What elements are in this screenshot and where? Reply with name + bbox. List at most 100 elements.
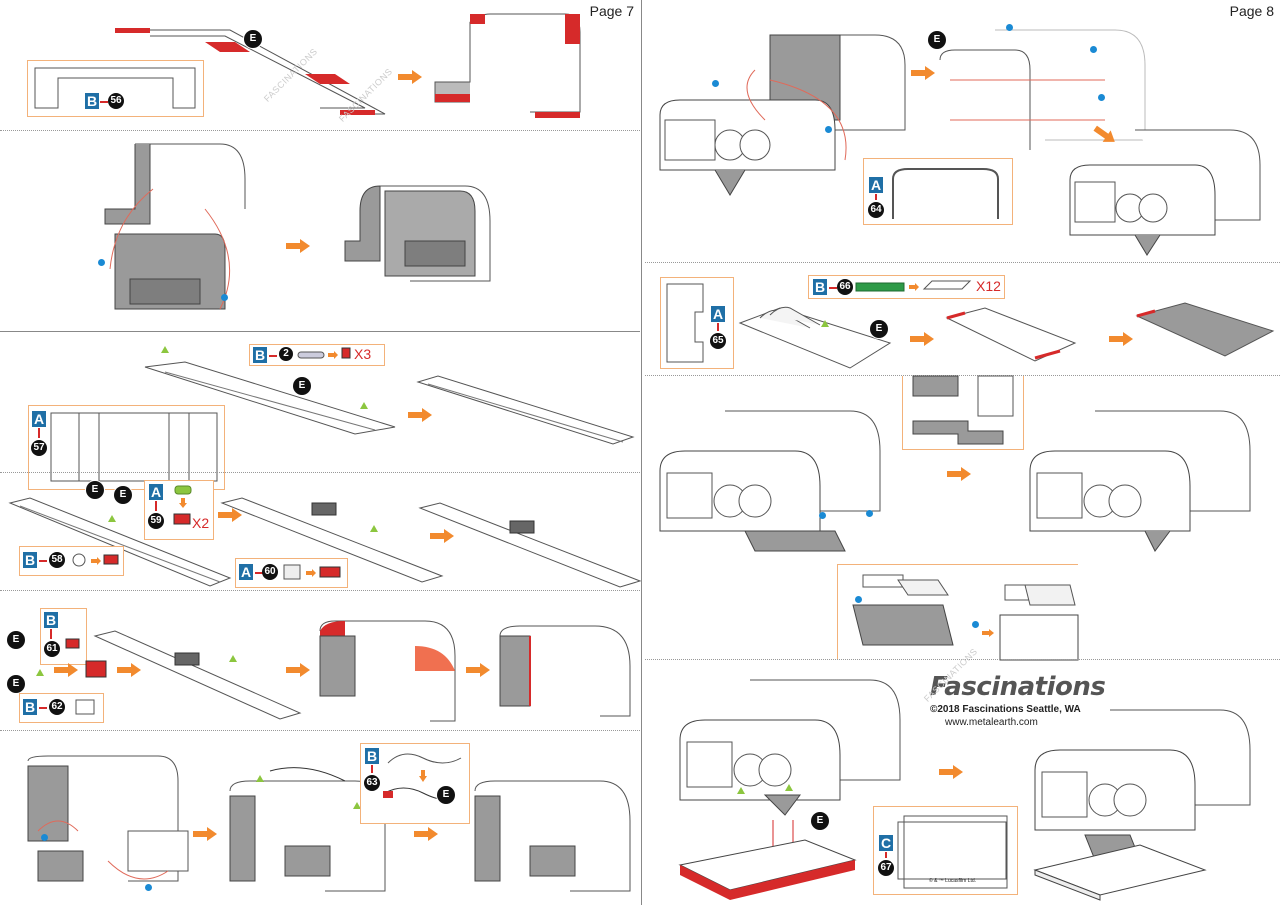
base-plate-result-drawing: [416, 375, 635, 445]
fin-assembly-drawing: [738, 306, 892, 369]
housing-assembly-drawing: [27, 755, 189, 882]
tab-e-badge: E: [86, 481, 104, 499]
frame-attach-drawing: [939, 29, 1146, 150]
arrow-right-icon: [54, 663, 78, 677]
page-7: Page 7 E B 56 FASCINATIO: [0, 3, 642, 892]
stand-plate-outline: [897, 815, 1008, 889]
part-callout-59: A 59 X2: [144, 480, 214, 540]
tab-e-badge: E: [7, 631, 25, 649]
sheet-badge: B: [253, 347, 267, 363]
camera-result-drawing: [1029, 410, 1251, 552]
part-callout-65: A 65: [660, 277, 734, 369]
green-marker: [353, 802, 361, 809]
part-number: 63: [364, 775, 380, 791]
frame-part-outline: [892, 168, 999, 219]
connector: [717, 323, 719, 331]
fin-plate-result-drawing: [1135, 302, 1275, 357]
green-marker: [370, 525, 378, 532]
detail-callout-top: [902, 375, 1024, 450]
blue-marker: [1006, 24, 1013, 31]
sheet-badge: B: [85, 93, 99, 109]
part-outline: [34, 67, 196, 109]
part-callout-63: B 63 E: [360, 743, 470, 824]
part-number: 58: [49, 552, 65, 568]
stand-copyright-label: © & ™ Lucasfilm Ltd.: [929, 878, 977, 884]
sheet-badge: A: [32, 411, 46, 427]
part-outline: [50, 412, 218, 482]
green-marker: [821, 320, 829, 327]
green-marker: [229, 655, 237, 662]
part-callout-61: B 61: [40, 608, 87, 665]
arrow-right-icon: [117, 663, 141, 677]
part-number: 67: [878, 860, 894, 876]
connector: [39, 707, 47, 709]
quantity: X12: [976, 278, 1001, 294]
tab-e-badge: E: [244, 30, 262, 48]
step-4: E E A 59 X2 B 58 A 60: [0, 473, 642, 590]
arrow-right-icon: [91, 557, 101, 565]
detail-callout-bottom: [837, 564, 1079, 661]
shell-result-drawing: [499, 625, 631, 717]
copyright-text: ©2018 Fascinations Seattle, WA: [930, 704, 1081, 715]
connector: [875, 194, 877, 200]
red-grill-icon: [319, 566, 341, 578]
tab-e-badge: E: [870, 320, 888, 338]
part-callout-62: B 62: [19, 693, 104, 723]
part-number: 61: [44, 641, 60, 657]
detail-drawing: [852, 574, 954, 646]
green-marker: [36, 669, 44, 676]
step-2: [0, 131, 640, 331]
part-number: 2: [279, 347, 293, 361]
arrow-right-icon: [466, 663, 490, 677]
tab-e-badge: E: [293, 377, 311, 395]
arrow-right-icon: [286, 239, 310, 253]
sheet-badge: B: [23, 552, 37, 568]
arrow-right-icon: [910, 332, 934, 346]
connector: [255, 572, 263, 574]
part-callout-58: B 58: [19, 546, 124, 576]
connector: [100, 101, 108, 103]
camera-stand-attach-drawing: [678, 679, 901, 900]
flat-part-icon: [72, 553, 86, 567]
arrow-down-icon: [179, 498, 187, 508]
connector: [38, 428, 40, 438]
plate-with-parts-drawing: [8, 497, 232, 587]
page-number: Page 8: [1229, 3, 1274, 19]
part-callout-64: A 64: [863, 158, 1013, 225]
step-divider: [0, 730, 640, 731]
housing-with-cable-drawing: [229, 767, 386, 892]
blue-marker: [221, 294, 228, 301]
part-callout-56: B 56: [27, 60, 204, 117]
arrow-right-icon: [939, 765, 963, 779]
green-marker: [360, 402, 368, 409]
green-marker: [108, 515, 116, 522]
grill-part-icon: [283, 564, 301, 580]
part-callout-57: A 57: [28, 405, 225, 490]
green-fin-part-icon: [855, 282, 905, 292]
connector-part-icon: [297, 351, 325, 359]
arrow-right-icon: [218, 508, 242, 522]
sheet-badge: B: [44, 612, 58, 628]
step-9: [645, 375, 1280, 661]
tab-e-badge: E: [811, 812, 829, 830]
camera-bottom-attach-drawing: [659, 410, 881, 552]
sheet-badge: A: [239, 564, 253, 580]
housing-result-drawing: [474, 780, 631, 892]
cable-part-drawing: [383, 753, 462, 801]
sheet-badge: B: [813, 279, 827, 295]
fin-part-icon: [922, 280, 972, 290]
arrow-right-icon: [982, 629, 994, 637]
page-divider: [641, 0, 642, 905]
side-panel-result-drawing: [344, 185, 491, 282]
final-camera-on-stand-drawing: [1033, 709, 1251, 901]
website-text: www.metalearth.com: [945, 717, 1038, 728]
tab-e-badge: E: [114, 486, 132, 504]
red-bracket-icon: [173, 513, 191, 525]
part-number: 57: [31, 440, 47, 456]
step-divider: [0, 590, 640, 591]
step-3: E B 2 X3 A 57: [0, 332, 640, 490]
green-part-icon: [174, 485, 192, 495]
blue-marker: [1090, 46, 1097, 53]
green-marker: [161, 346, 169, 353]
connector: [155, 501, 157, 511]
